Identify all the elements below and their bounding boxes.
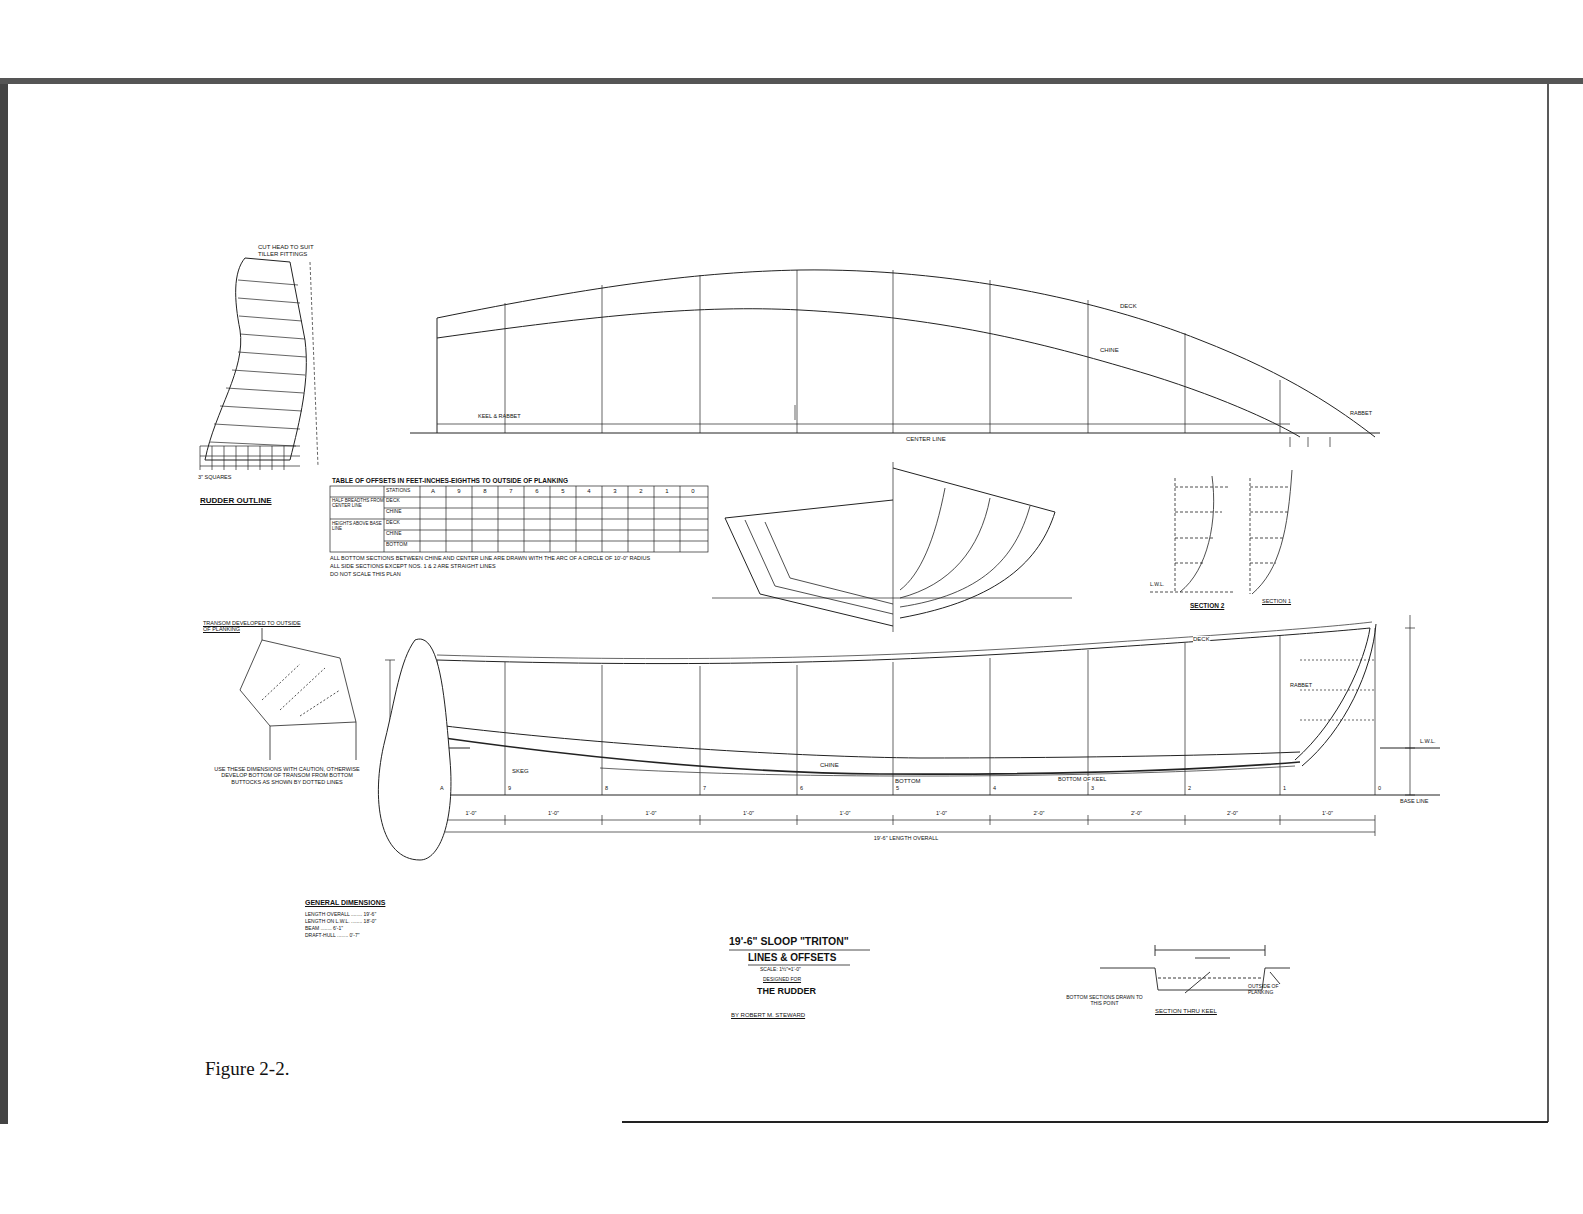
- drawing-label: 1'-0": [646, 810, 657, 816]
- drawing-label: CHINE: [386, 509, 402, 515]
- drawing-title: 19'-6" SLOOP "TRITON": [729, 935, 849, 947]
- drawing-label: 1'-0": [840, 810, 851, 816]
- drawing-label: 0: [1378, 785, 1381, 791]
- drawing-label: 3: [613, 488, 616, 495]
- drawing-label: BOTTOM SECTIONS DRAWN TO THIS POINT: [1062, 995, 1147, 1007]
- drawing-label: RABBET: [1290, 682, 1312, 688]
- drawing-label: 5: [896, 785, 899, 791]
- drawing-label: L.W.L.: [1420, 738, 1436, 744]
- drawing-label: CHINE: [386, 531, 402, 537]
- drawing-label: STATIONS: [386, 488, 410, 494]
- drawing-label: 9: [457, 488, 460, 495]
- drawing-label: 4: [993, 785, 996, 791]
- figure-caption: Figure 2-2.: [205, 1058, 289, 1080]
- drawing-label: THE RUDDER: [757, 986, 816, 996]
- drawing-label: TABLE OF OFFSETS IN FEET-INCHES-EIGHTHS …: [332, 477, 568, 484]
- drawing-label: CHINE: [820, 762, 839, 769]
- drawing-label: 8: [605, 785, 608, 791]
- drawing-label: 2: [639, 488, 642, 495]
- drawing-label: SECTION THRU KEEL: [1155, 1008, 1217, 1015]
- drawing-label: LINES & OFFSETS: [748, 952, 836, 964]
- drawing-label: USE THESE DIMENSIONS WITH CAUTION, OTHER…: [212, 766, 362, 785]
- drawing-label: L.W.L.: [1150, 582, 1164, 588]
- drawing-label: TRANSOM DEVELOPED TO OUTSIDE OF PLANKING: [203, 620, 308, 633]
- drawing-label: BASE LINE: [1400, 798, 1428, 804]
- drawing-label: SKEG: [512, 768, 529, 775]
- drawing-label: DECK: [1120, 303, 1137, 310]
- drawing-label: 4: [587, 488, 590, 495]
- drawing-label: 6: [535, 488, 538, 495]
- drawing-label: 5: [561, 488, 564, 495]
- drawing-label: 7: [509, 488, 512, 495]
- drawing-label: 6: [800, 785, 803, 791]
- drawing-label: 2'-0": [1131, 810, 1142, 816]
- drawing-label: 9: [508, 785, 511, 791]
- drawing-label: HALF BREADTHS FROM CENTER LINE: [332, 498, 384, 508]
- drawing-label: DRAFT-HULL ........ 0'-7": [305, 933, 360, 939]
- drawing-label: RABBET: [1350, 410, 1372, 416]
- drawing-label: 2'-0": [1227, 810, 1238, 816]
- drawing-label: BOTTOM: [895, 778, 921, 785]
- drawing-label: OUTSIDE OF PLANKING: [1248, 984, 1303, 996]
- drawing-label: DECK: [386, 498, 400, 504]
- drawing-label: 8: [483, 488, 486, 495]
- drawing-label: DO NOT SCALE THIS PLAN: [330, 571, 401, 577]
- drawing-label: ALL BOTTOM SECTIONS BETWEEN CHINE AND CE…: [330, 555, 650, 561]
- drawing-label: BOTTOM: [386, 542, 407, 548]
- drawing-label: 3" SQUARES: [198, 474, 231, 480]
- drawing-label: 1'-0": [1322, 810, 1333, 816]
- drawing-label: SECTION 2: [1190, 602, 1224, 609]
- drawing-label: KEEL & RABBET: [478, 413, 521, 419]
- drawing-label: CENTER LINE: [906, 436, 946, 443]
- drawing-label: RUDDER OUTLINE: [200, 496, 272, 505]
- drawing-label: DECK: [386, 520, 400, 526]
- drawing-label: SCALE: 1½"=1'-0": [760, 967, 801, 973]
- drawing-label: 3: [1091, 785, 1094, 791]
- drawing-label: 1'-0": [466, 810, 477, 816]
- drawing-label: 1'-0": [743, 810, 754, 816]
- drawing-label: HEIGHTS ABOVE BASE LINE: [332, 521, 384, 531]
- drawing-label: A: [431, 488, 435, 495]
- drawing-label: ALL SIDE SECTIONS EXCEPT NOS. 1 & 2 ARE …: [330, 563, 496, 569]
- drawing-label: CHINE: [1100, 347, 1119, 354]
- drawing-label: 1: [665, 488, 668, 495]
- drawing-label: 0: [691, 488, 694, 495]
- drawing-label: 1'-0": [936, 810, 947, 816]
- drawing-label: 2'-0": [1034, 810, 1045, 816]
- drawing-label: GENERAL DIMENSIONS: [305, 899, 385, 907]
- drawing-label: LENGTH ON L.W.L. ........ 18'-0": [305, 919, 376, 925]
- drawing-label: 19'-6" LENGTH OVERALL: [874, 835, 939, 841]
- drawing-label: 2: [1188, 785, 1191, 791]
- drawing-label: 7: [703, 785, 706, 791]
- drawing-label: BOTTOM OF KEEL: [1058, 776, 1106, 782]
- drawing-label: LENGTH OVERALL ........ 19'-6": [305, 912, 376, 918]
- drawing-label: DECK: [1193, 636, 1210, 643]
- drawing-label: 1: [1283, 785, 1286, 791]
- drawing-label: BY ROBERT M. STEWARD: [731, 1012, 805, 1019]
- drawing-label: DESIGNED FOR: [763, 977, 801, 983]
- drawing-label: CUT HEAD TO SUIT TILLER FITTINGS: [258, 244, 333, 258]
- drawing-label: 1'-0": [548, 810, 559, 816]
- drawing-label: A: [440, 785, 444, 791]
- drawing-label: BEAM ........ 6'-1": [305, 926, 343, 932]
- drawing-label: SECTION 1: [1262, 598, 1291, 604]
